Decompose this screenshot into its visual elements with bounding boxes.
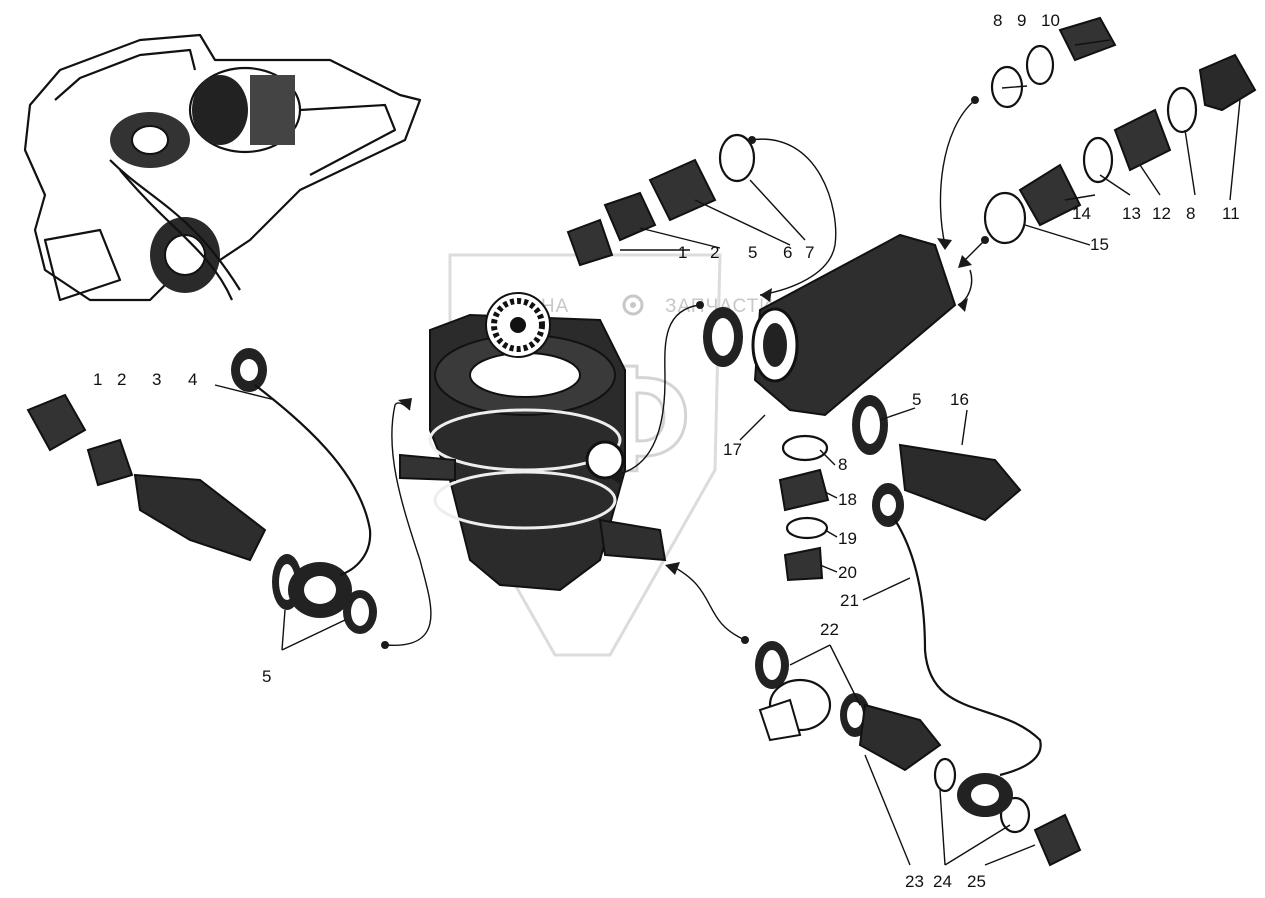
- leader-dot: [381, 641, 389, 649]
- arrow-icon: [610, 470, 622, 485]
- label-5-left: 5: [262, 667, 271, 686]
- fittings: [26, 16, 1257, 867]
- label-8-top: 8: [993, 11, 1002, 30]
- label-18: 18: [838, 490, 857, 509]
- arrow-icon: [760, 288, 772, 302]
- label-14: 14: [1072, 204, 1091, 223]
- arrow-icon: [937, 238, 952, 250]
- label-10: 10: [1041, 11, 1060, 30]
- leader-dot: [696, 301, 704, 309]
- arrow-icon: [958, 255, 972, 268]
- label-2-left: 2: [117, 370, 126, 389]
- housing-17: [751, 233, 957, 417]
- label-8-center: 8: [838, 455, 847, 474]
- label-16: 16: [950, 390, 969, 409]
- label-3: 3: [152, 370, 161, 389]
- label-22: 22: [820, 620, 839, 639]
- label-5-mid: 5: [748, 243, 757, 262]
- label-1-mid: 1: [678, 243, 687, 262]
- label-23: 23: [905, 872, 924, 891]
- label-8-right: 8: [1186, 204, 1195, 223]
- compressor-body: [399, 292, 667, 592]
- label-1-left: 1: [93, 370, 102, 389]
- arrow-icon: [398, 398, 412, 410]
- engine-assembly: [23, 33, 422, 302]
- label-25: 25: [967, 872, 986, 891]
- gear-icon: [622, 294, 644, 316]
- label-24: 24: [933, 872, 952, 891]
- label-9: 9: [1017, 11, 1026, 30]
- label-15: 15: [1090, 235, 1109, 254]
- label-4: 4: [188, 370, 197, 389]
- label-21: 21: [840, 591, 859, 610]
- arrow-icon: [665, 562, 680, 575]
- label-2-mid: 2: [710, 243, 719, 262]
- leader-dot: [741, 636, 749, 644]
- leader-dot: [981, 236, 989, 244]
- label-11: 11: [1222, 204, 1240, 223]
- watermark-text-right: ЗАПЧАСТИ: [665, 296, 774, 317]
- label-7: 7: [805, 243, 814, 262]
- label-13: 13: [1122, 204, 1141, 223]
- leader-dot: [748, 136, 756, 144]
- part-labels: 8 9 10 14 13 12 8 11 15 1 2 5 6 7 1 2 3 …: [93, 11, 1240, 891]
- label-5-right: 5: [912, 390, 921, 409]
- leader-dot: [971, 96, 979, 104]
- label-20: 20: [838, 563, 857, 582]
- label-12: 12: [1152, 204, 1171, 223]
- arrowheads: [381, 96, 989, 649]
- label-19: 19: [838, 529, 857, 548]
- label-17: 17: [723, 440, 742, 459]
- arrow-icon: [958, 298, 968, 312]
- label-6: 6: [783, 243, 792, 262]
- seal-rings: [272, 44, 1198, 834]
